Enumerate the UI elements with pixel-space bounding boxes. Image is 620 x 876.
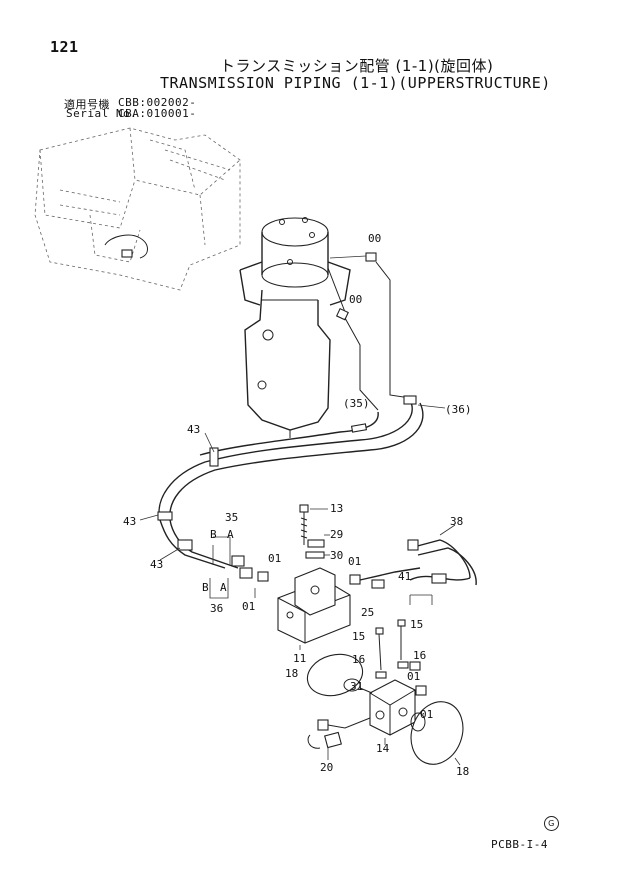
label-25: 25 [361, 606, 374, 619]
label-01: 01 [407, 670, 420, 683]
sensor-20 [307, 717, 371, 760]
bolts-15 [375, 619, 409, 679]
label-36: 36 [210, 602, 223, 615]
label-01: 01 [242, 600, 255, 613]
pipe-25-41-38 [359, 524, 477, 605]
label-14: 14 [376, 742, 390, 755]
valve-block-14 [369, 679, 416, 745]
bolt-13-clamps [299, 504, 330, 559]
hose-ends-35-36 [209, 536, 253, 599]
machine-wire-detail [104, 234, 148, 259]
label-01: 01 [348, 555, 361, 568]
label-01: 01 [268, 552, 281, 565]
machine-silhouette [34, 127, 241, 291]
label-43: 43 [187, 423, 200, 436]
serial-label-en: Serial No. [66, 107, 138, 120]
label-b: B [210, 528, 217, 541]
page-number: 121 [50, 38, 79, 56]
label-a: A [220, 581, 227, 594]
label-31: 31 [350, 680, 363, 693]
serial-value-2: CBA:010001- [118, 107, 197, 120]
serial-label-jp: 適用号機 [64, 98, 110, 111]
label-36: (36) [445, 403, 472, 416]
fitting-36 [403, 395, 417, 405]
title-english: TRANSMISSION PIPING (1-1)(UPPERSTRUCTURE… [160, 74, 551, 92]
label-15: 15 [352, 630, 365, 643]
pipe-35-upper [344, 317, 379, 411]
label-29: 29 [330, 528, 343, 541]
center-joint [239, 217, 351, 438]
label-30: 30 [330, 549, 343, 562]
label-13: 13 [330, 502, 343, 515]
page-code: PCBB-I-4 [491, 838, 548, 851]
label-16: 16 [352, 653, 365, 666]
label-16: 16 [413, 649, 426, 662]
label-01: 01 [420, 708, 433, 721]
title-japanese: トランスミッション配管 (1-1)(旋回体) [220, 57, 494, 75]
label-a: A [227, 528, 234, 541]
accumulator-18-left [306, 653, 373, 697]
label-43: 43 [150, 558, 163, 571]
label-18: 18 [285, 667, 298, 680]
serial-value-1: CBB:002002- [118, 96, 197, 109]
label-15: 15 [410, 618, 423, 631]
label-18: 18 [456, 765, 469, 778]
label-11: 11 [293, 652, 306, 665]
label-00: 00 [349, 293, 362, 306]
label-35: 35 [225, 511, 238, 524]
label-41: 41 [398, 570, 411, 583]
label-00: 00 [368, 232, 381, 245]
label-43: 43 [123, 515, 136, 528]
label-20: 20 [320, 761, 333, 774]
label-b: B [202, 581, 209, 594]
pipe-36-upper [375, 261, 411, 399]
valve-block-11 [277, 567, 351, 650]
circle-mark: G [544, 816, 559, 831]
label-38: 38 [450, 515, 463, 528]
label-35: (35) [343, 397, 370, 410]
accumulator-18-right [410, 701, 464, 766]
fitting-00-upper [327, 252, 377, 321]
hoses-43 [139, 399, 424, 569]
